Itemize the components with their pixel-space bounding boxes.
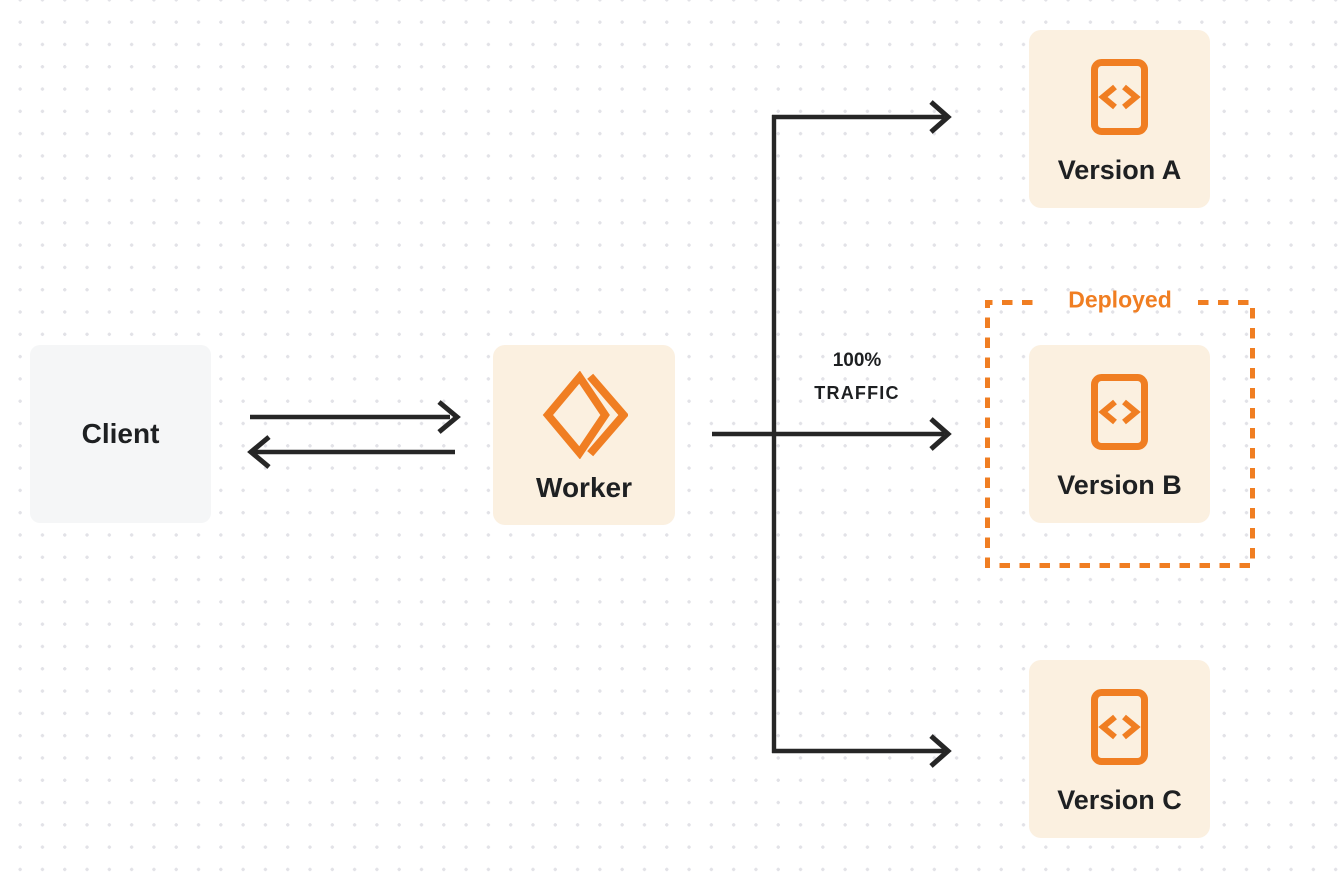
client-to-worker-arrowhead-icon: [437, 400, 461, 434]
version-a-node: Version A: [1029, 30, 1210, 208]
workers-logo-icon: [540, 370, 629, 464]
code-document-icon: [1091, 58, 1148, 140]
deployed-frame: Deployed: [985, 286, 1255, 568]
deployed-dashed-border: [985, 300, 1255, 568]
client-label: Client: [81, 418, 160, 449]
deployed-label: Deployed: [1068, 286, 1172, 313]
version-c-node: Version C: [1029, 660, 1210, 838]
code-document-icon: [1091, 688, 1148, 770]
version-a-label: Version A: [1057, 154, 1182, 185]
worker-node: Worker: [493, 345, 675, 525]
traffic-percent: 100%: [832, 350, 882, 371]
code-document-icon: [1091, 373, 1148, 455]
version-b-node: Version B: [1029, 345, 1210, 523]
client-node: Client: [30, 345, 211, 523]
version-c-label: Version C: [1057, 784, 1182, 815]
traffic-arrowhead-version-b-icon: [929, 417, 952, 451]
worker-to-client-arrowhead-icon: [247, 435, 271, 469]
traffic-label: 100% TRAFFIC: [814, 350, 899, 404]
worker-label: Worker: [536, 471, 632, 503]
version-b-label: Version B: [1057, 469, 1182, 500]
branch-arrowhead-version-c-icon: [929, 734, 952, 768]
branch-arrowhead-version-a-icon: [929, 100, 952, 134]
traffic-word: TRAFFIC: [814, 383, 900, 403]
